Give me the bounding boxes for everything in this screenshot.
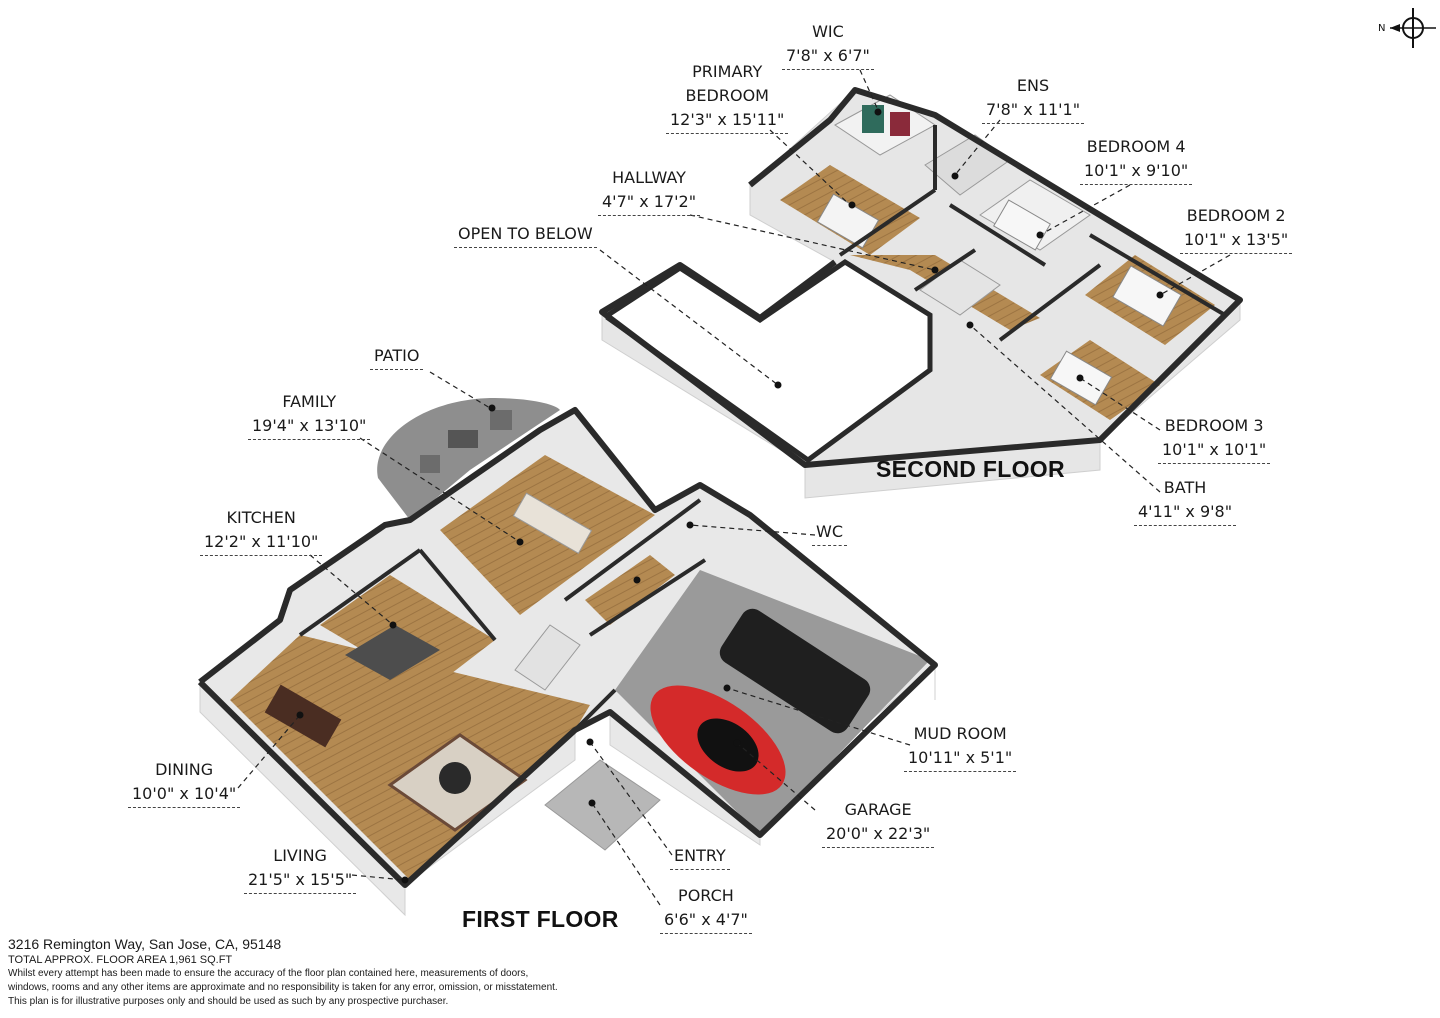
plan-footer: 3216 Remington Way, San Jose, CA, 95148 … xyxy=(8,936,648,1009)
room-dims: 10'11" x 5'1" xyxy=(904,746,1017,772)
first-floor-drawing xyxy=(197,398,938,917)
room-label-wc: WC xyxy=(812,520,847,546)
first-floor-interior-walls xyxy=(298,498,707,732)
property-address: 3216 Remington Way, San Jose, CA, 95148 xyxy=(8,936,282,952)
room-name: PATIO xyxy=(370,344,424,370)
room-label-kitchen: KITCHEN 12'2" x 11'10" xyxy=(200,506,323,556)
room-name: ENTRY xyxy=(670,844,730,870)
disclaimer-line: windows, rooms and any other items are a… xyxy=(8,982,558,993)
room-label-living: LIVING 21'5" x 15'5" xyxy=(244,844,357,894)
room-dims: 7'8" x 6'7" xyxy=(782,44,874,70)
room-label-bedroom4: BEDROOM 4 10'1" x 9'10" xyxy=(1080,135,1193,185)
wic-closet xyxy=(862,105,884,133)
room-name: BATH xyxy=(1163,478,1207,497)
first-floor-wall-top xyxy=(197,407,938,888)
second-floor-title: SECOND FLOOR xyxy=(876,456,1065,482)
bedroom2-bed xyxy=(1112,265,1182,327)
room-label-entry: ENTRY xyxy=(670,844,730,870)
room-dims: 20'0" x 22'3" xyxy=(822,822,935,848)
room-label-garage: GARAGE 20'0" x 22'3" xyxy=(822,798,935,848)
patio-slab xyxy=(377,398,560,520)
hall-floor xyxy=(585,555,675,625)
room-name: DINING xyxy=(155,760,214,779)
room-name: WIC xyxy=(812,22,844,41)
room-dims: 12'2" x 11'10" xyxy=(200,530,323,556)
red-car-roof xyxy=(697,718,759,772)
patio-chair xyxy=(420,455,440,473)
room-dims: 6'6" x 4'7" xyxy=(660,908,752,934)
room-name: GARAGE xyxy=(844,800,912,819)
room-name: MUD ROOM xyxy=(913,724,1007,743)
room-name: WC xyxy=(812,520,847,546)
compass-north-label: N xyxy=(1378,23,1385,34)
room-name: PORCH xyxy=(678,886,734,905)
room-name: KITCHEN xyxy=(226,508,296,527)
room-label-hallway: HALLWAY 4'7" x 17'2" xyxy=(598,166,701,216)
total-floor-area: TOTAL APPROX. FLOOR AREA 1,961 SQ.FT xyxy=(8,954,233,966)
room-name: ENS xyxy=(1016,76,1050,95)
room-dims: 4'7" x 17'2" xyxy=(598,190,701,216)
room-label-patio: PATIO xyxy=(370,344,424,370)
room-dims: 10'0" x 10'4" xyxy=(128,782,241,808)
room-label-mud-room: MUD ROOM 10'11" x 5'1" xyxy=(904,722,1017,772)
second-floor-wall-top xyxy=(599,87,1243,468)
room-dims: 21'5" x 15'5" xyxy=(244,868,357,894)
second-floor-drawing xyxy=(599,87,1243,499)
north-compass-icon: N xyxy=(1378,8,1436,48)
room-dims: 10'1" x 10'1" xyxy=(1158,438,1271,464)
family-sofa xyxy=(512,492,593,554)
living-dining-floor xyxy=(230,635,590,880)
black-suv xyxy=(719,608,871,734)
room-dims: 12'3" x 15'11" xyxy=(666,108,789,134)
room-label-wic: WIC 7'8" x 6'7" xyxy=(782,20,874,70)
first-floor-title: FIRST FLOOR xyxy=(462,906,619,932)
room-name: BEDROOM 2 xyxy=(1186,206,1286,225)
room-name: LIVING xyxy=(273,846,327,865)
room-label-dining: DINING 10'0" x 10'4" xyxy=(128,758,241,808)
disclaimer-line: This plan is for illustrative purposes o… xyxy=(8,996,449,1007)
room-markers xyxy=(296,108,1164,884)
stairs xyxy=(514,624,581,691)
room-dims: 10'1" x 13'5" xyxy=(1180,228,1293,254)
wic-closet xyxy=(890,112,910,136)
room-name: PRIMARY xyxy=(692,62,763,81)
coffee-table xyxy=(439,762,471,794)
room-name: BEDROOM 3 xyxy=(1164,416,1264,435)
room-name: BEDROOM 4 xyxy=(1086,137,1186,156)
patio-chair xyxy=(490,410,512,430)
leader-lines xyxy=(237,69,1231,906)
room-dims: 7'8" x 11'1" xyxy=(982,98,1085,124)
room-label-porch: PORCH 6'6" x 4'7" xyxy=(660,884,752,934)
room-label-ens: ENS 7'8" x 11'1" xyxy=(982,74,1085,124)
room-name: HALLWAY xyxy=(612,168,686,187)
porch-steps xyxy=(544,759,661,851)
patio-table xyxy=(448,430,478,448)
room-dims: 10'1" x 9'10" xyxy=(1080,159,1193,185)
hallway-floor xyxy=(850,255,1040,330)
room-label-bedroom2: BEDROOM 2 10'1" x 13'5" xyxy=(1180,204,1293,254)
kitchen-island xyxy=(345,625,440,680)
room-dims: 4'11" x 9'8" xyxy=(1134,500,1237,526)
room-label-open-to-below: OPEN TO BELOW xyxy=(454,222,597,248)
room-name: FAMILY xyxy=(282,392,337,411)
second-floor-interior-walls xyxy=(838,125,1227,342)
room-label-bath: BATH 4'11" x 9'8" xyxy=(1134,476,1237,526)
room-name: BEDROOM xyxy=(685,86,769,105)
room-label-family: FAMILY 19'4" x 13'10" xyxy=(248,390,371,440)
room-label-primary-bedroom: PRIMARY BEDROOM 12'3" x 15'11" xyxy=(666,60,789,134)
room-name: OPEN TO BELOW xyxy=(454,222,597,248)
room-label-bedroom3: BEDROOM 3 10'1" x 10'1" xyxy=(1158,414,1271,464)
disclaimer-line: Whilst every attempt has been made to en… xyxy=(8,968,529,979)
room-dims: 19'4" x 13'10" xyxy=(248,414,371,440)
